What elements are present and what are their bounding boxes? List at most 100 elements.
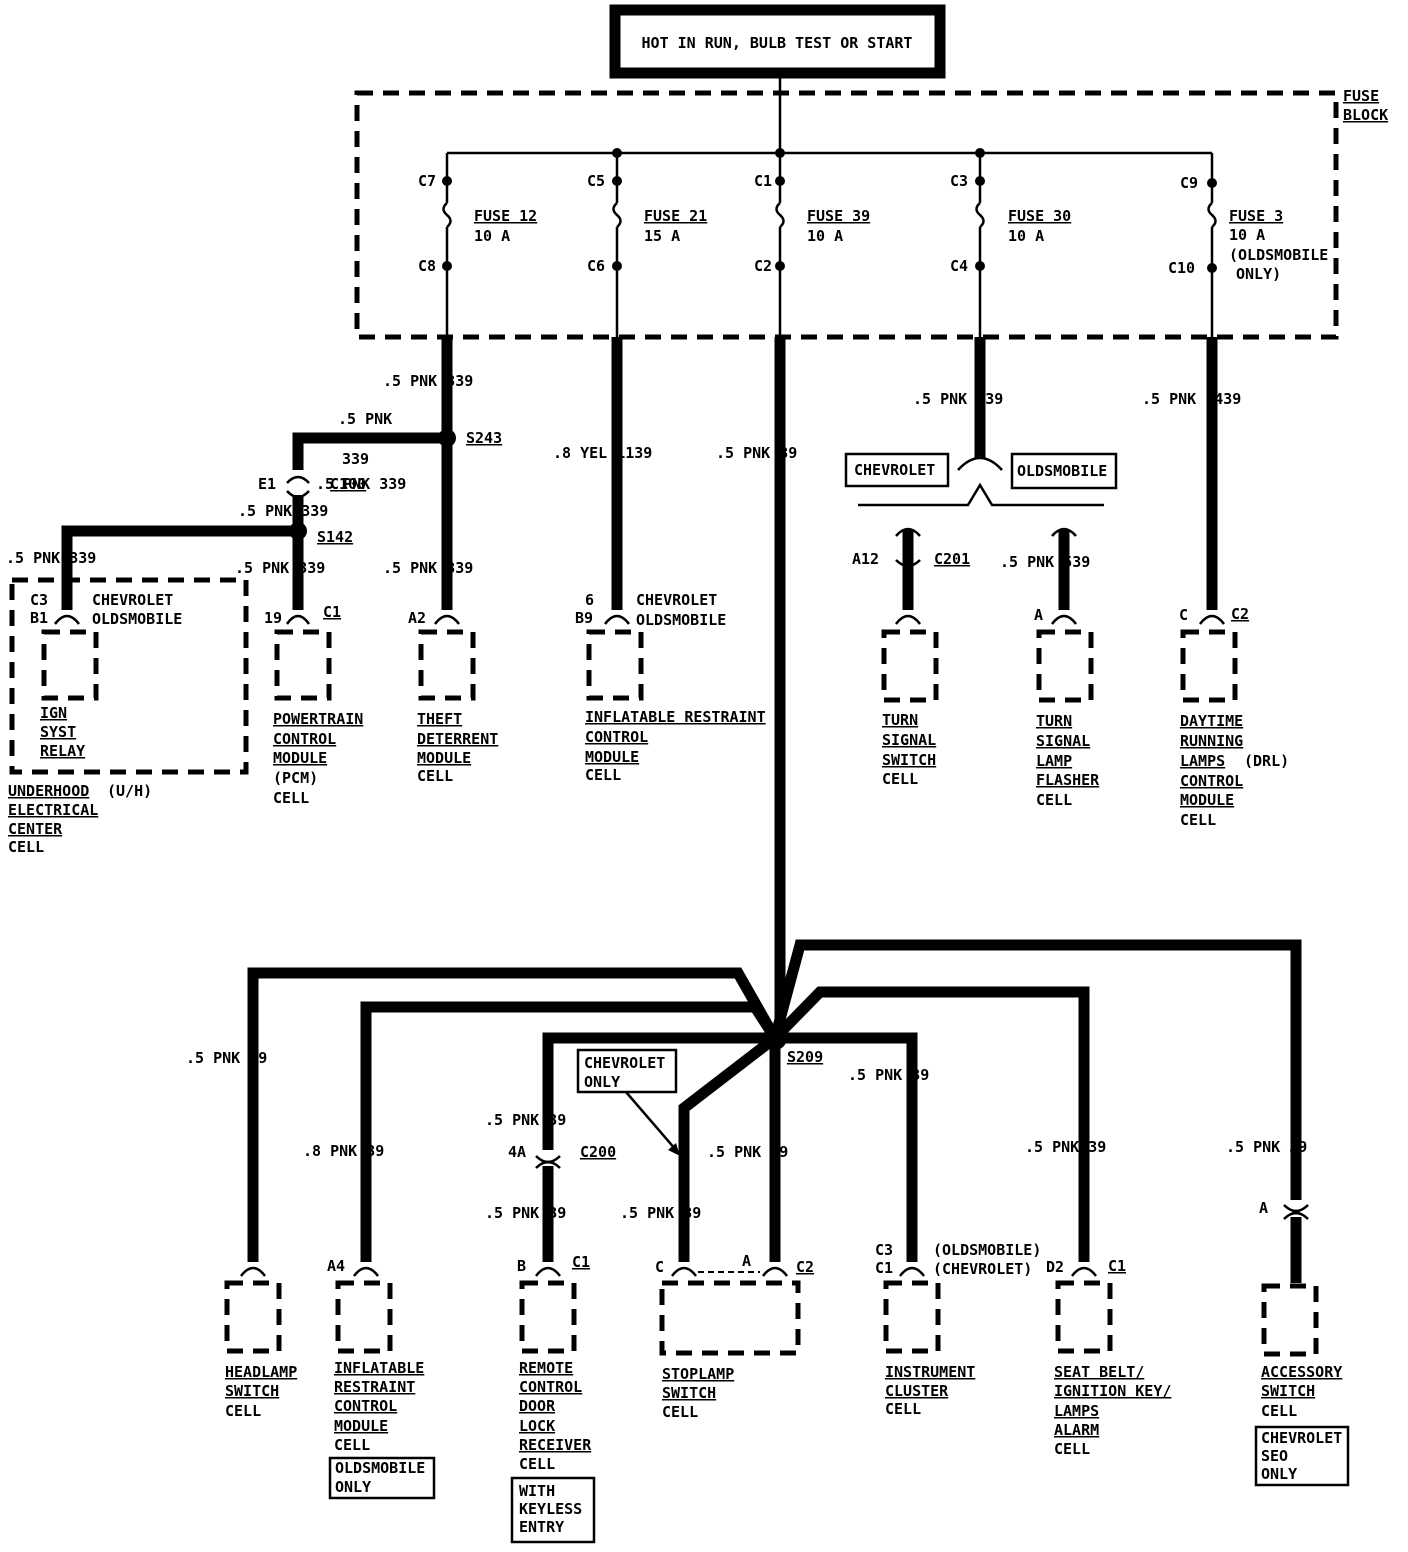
fuse-block: FUSE BLOCK — [354, 73, 1388, 340]
svg-text:S243: S243 — [466, 429, 502, 447]
svg-text:KEYLESS: KEYLESS — [519, 1500, 582, 1518]
svg-text:.5 PNK 339: .5 PNK 339 — [316, 475, 406, 493]
turn-signal-flasher: A TURN SIGNAL LAMP FLASHER CELL — [1034, 606, 1100, 809]
svg-text:A: A — [1034, 606, 1043, 624]
svg-text:HEADLAMP: HEADLAMP — [225, 1363, 297, 1381]
svg-text:C5: C5 — [587, 172, 605, 190]
svg-text:CHEVROLET: CHEVROLET — [636, 591, 717, 609]
svg-text:SWITCH: SWITCH — [662, 1384, 716, 1402]
svg-text:CONTROL: CONTROL — [585, 728, 648, 746]
svg-text:CHEVROLET: CHEVROLET — [584, 1054, 665, 1072]
svg-text:SEAT BELT/: SEAT BELT/ — [1054, 1363, 1144, 1381]
svg-text:CELL: CELL — [1054, 1440, 1090, 1458]
svg-text:(OLDSMOBILE: (OLDSMOBILE — [1229, 246, 1328, 264]
svg-text:THEFT: THEFT — [417, 710, 462, 728]
svg-text:6: 6 — [585, 591, 594, 609]
svg-text:CELL: CELL — [519, 1455, 555, 1473]
svg-text:MODULE: MODULE — [273, 749, 327, 767]
svg-text:SWITCH: SWITCH — [882, 751, 936, 769]
svg-text:OLDSMOBILE: OLDSMOBILE — [636, 611, 726, 629]
svg-text:CHEVROLET: CHEVROLET — [92, 591, 173, 609]
svg-text:C200: C200 — [580, 1143, 616, 1161]
svg-text:A: A — [1259, 1199, 1268, 1217]
svg-text:339: 339 — [342, 450, 369, 468]
svg-text:TURN: TURN — [1036, 712, 1072, 730]
svg-text:A4: A4 — [327, 1257, 345, 1275]
powertrain-control-module: 19 C1 POWERTRAIN CONTROL MODULE (PCM) CE… — [264, 603, 363, 807]
chevrolet-only-callout: CHEVROLET ONLY — [576, 1048, 680, 1156]
svg-text:LAMPS: LAMPS — [1180, 752, 1225, 770]
svg-text:.5 PNK 339: .5 PNK 339 — [383, 372, 473, 390]
svg-text:10 A: 10 A — [1229, 226, 1265, 244]
svg-text:C1: C1 — [1108, 1257, 1126, 1275]
svg-text:.5 PNK 39: .5 PNK 39 — [1025, 1138, 1106, 1156]
svg-text:INSTRUMENT: INSTRUMENT — [885, 1363, 975, 1381]
svg-text:SYST: SYST — [40, 723, 76, 741]
svg-text:10 A: 10 A — [807, 227, 843, 245]
s209-branches — [247, 939, 1302, 1262]
svg-text:B9: B9 — [575, 609, 593, 627]
svg-text:D2: D2 — [1046, 1258, 1064, 1276]
svg-text:UNDERHOOD: UNDERHOOD — [8, 782, 89, 800]
svg-text:MODULE: MODULE — [1180, 791, 1234, 809]
fuse-39: C1 C2 FUSE 39 10 A — [754, 153, 870, 337]
svg-text:ACCESSORY: ACCESSORY — [1261, 1363, 1342, 1381]
inflatable-restraint-module-bottom: A4 INFLATABLE RESTRAINT CONTROL MODULE C… — [327, 1257, 436, 1500]
svg-text:IGN: IGN — [40, 704, 67, 722]
svg-text:B1: B1 — [30, 609, 48, 627]
svg-text:.8 PNK 39: .8 PNK 39 — [303, 1142, 384, 1160]
svg-text:C6: C6 — [587, 257, 605, 275]
svg-text:ONLY: ONLY — [584, 1073, 620, 1091]
svg-text:4A: 4A — [508, 1143, 526, 1161]
svg-text:.5 PNK 339: .5 PNK 339 — [383, 559, 473, 577]
svg-text:OLDSMOBILE: OLDSMOBILE — [1017, 462, 1107, 480]
svg-text:FUSE 12: FUSE 12 — [474, 207, 537, 225]
svg-text:MODULE: MODULE — [334, 1417, 388, 1435]
svg-text:CELL: CELL — [273, 789, 309, 807]
svg-text:CELL: CELL — [662, 1403, 698, 1421]
svg-text:.5 PNK 39: .5 PNK 39 — [620, 1204, 701, 1222]
headlamp-switch: HEADLAMP SWITCH CELL — [224, 1266, 297, 1420]
fuse-21: C5 C6 FUSE 21 15 A — [587, 153, 707, 337]
svg-text:CELL: CELL — [8, 838, 44, 856]
svg-text:CONTROL: CONTROL — [334, 1397, 397, 1415]
svg-text:DOOR: DOOR — [519, 1397, 556, 1415]
svg-text:LOCK: LOCK — [519, 1417, 555, 1435]
svg-text:A2: A2 — [408, 609, 426, 627]
header-title: HOT IN RUN, BULB TEST OR START — [642, 34, 913, 52]
underhood-electrical-center: C3 B1 CHEVROLET OLDSMOBILE IGN SYST RELA… — [8, 577, 249, 856]
svg-text:(OLDSMOBILE): (OLDSMOBILE) — [933, 1241, 1041, 1259]
svg-text:.5 PNK 39: .5 PNK 39 — [186, 1049, 267, 1067]
svg-text:MODULE: MODULE — [585, 748, 639, 766]
svg-text:C4: C4 — [950, 257, 968, 275]
svg-text:CELL: CELL — [585, 766, 621, 784]
circuit-39-trunk: .5 PNK 39 S209 — [716, 337, 823, 1066]
svg-text:ELECTRICAL: ELECTRICAL — [8, 801, 98, 819]
svg-text:C1: C1 — [754, 172, 772, 190]
svg-text:(DRL): (DRL) — [1244, 752, 1289, 770]
fuse-block-label-2: BLOCK — [1343, 106, 1388, 124]
svg-text:C2: C2 — [1231, 605, 1249, 623]
svg-text:INFLATABLE: INFLATABLE — [334, 1359, 424, 1377]
svg-text:C1: C1 — [572, 1253, 590, 1271]
svg-text:CELL: CELL — [885, 1400, 921, 1418]
svg-text:S142: S142 — [317, 528, 353, 546]
svg-text:.5 PNK 339: .5 PNK 339 — [235, 559, 325, 577]
svg-text:RECEIVER: RECEIVER — [519, 1436, 592, 1454]
svg-text:.5 PNK 39: .5 PNK 39 — [485, 1204, 566, 1222]
accessory-switch: ACCESSORY SWITCH CELL CHEVROLET SEO ONLY — [1254, 1283, 1350, 1487]
svg-text:RUNNING: RUNNING — [1180, 732, 1243, 750]
svg-text:S209: S209 — [787, 1048, 823, 1066]
svg-text:(PCM): (PCM) — [273, 769, 318, 787]
svg-text:C201: C201 — [934, 550, 970, 568]
svg-text:LAMP: LAMP — [1036, 752, 1072, 770]
svg-text:A12: A12 — [852, 550, 879, 568]
svg-text:ENTRY: ENTRY — [519, 1518, 564, 1536]
theft-deterrent-module: A2 THEFT DETERRENT MODULE CELL — [408, 609, 498, 785]
svg-text:B: B — [517, 1257, 526, 1275]
svg-text:C1: C1 — [323, 603, 341, 621]
svg-text:.5 PNK 1439: .5 PNK 1439 — [1142, 390, 1241, 408]
circuit-1439: .5 PNK 1439 — [1142, 337, 1241, 625]
svg-text:REMOTE: REMOTE — [519, 1359, 573, 1377]
svg-text:MODULE: MODULE — [417, 749, 471, 767]
